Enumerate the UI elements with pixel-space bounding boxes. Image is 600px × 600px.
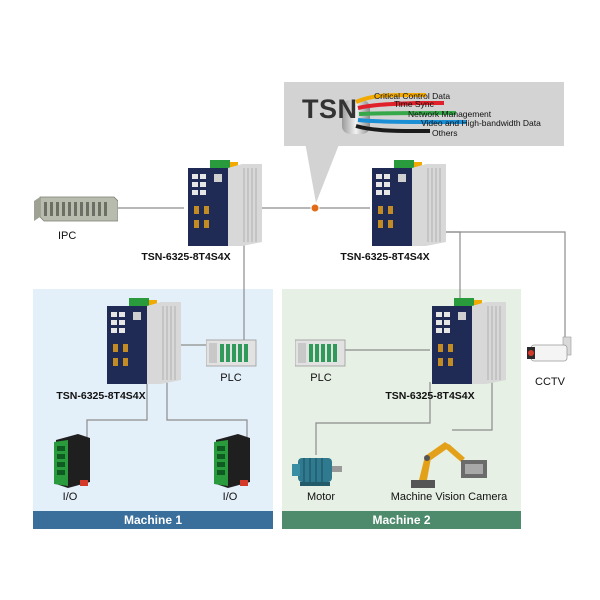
motor-label: Motor	[306, 491, 336, 503]
link-switch-camera	[452, 382, 493, 431]
switch-machine1	[107, 298, 181, 384]
legend-others: Others	[432, 128, 458, 138]
legend-video-data: Video and High-bandwidth Data	[421, 118, 541, 128]
tsn-badge: TSN	[302, 94, 358, 124]
ipc-label: IPC	[58, 230, 77, 242]
legend-network-management: Network Management	[408, 109, 492, 119]
io-module-1	[54, 434, 90, 488]
legend-critical-control: Critical Control Data	[374, 91, 451, 101]
switch-machine2-label: TSN-6325-8T4S4X	[385, 390, 475, 402]
legend-time-sync: Time Sync	[394, 99, 434, 109]
link-switch-io1	[86, 382, 148, 437]
switch-top-right	[372, 160, 446, 246]
link-switch-motor	[315, 382, 431, 455]
callout-pointer	[305, 142, 340, 203]
machine2-label: Machine 2	[282, 511, 521, 529]
switch-top-left-label: TSN-6325-8T4S4X	[141, 251, 231, 263]
switch-top-right-label: TSN-6325-8T4S4X	[340, 251, 430, 263]
plc-machine1	[206, 339, 257, 367]
switch-machine2	[432, 298, 506, 384]
machine1-label: Machine 1	[33, 511, 273, 529]
io-2-label: I/O	[222, 491, 238, 503]
cctv-camera	[527, 336, 572, 362]
plc-machine1-label: PLC	[220, 372, 242, 384]
plc-machine2	[295, 339, 346, 367]
link-switch-cctv	[437, 231, 566, 340]
io-module-2	[214, 434, 250, 488]
motor-icon	[292, 458, 342, 486]
plc-machine2-label: PLC	[310, 372, 332, 384]
cctv-label: CCTV	[535, 376, 565, 388]
link-switch-io2	[166, 382, 248, 437]
switch-machine1-label: TSN-6325-8T4S4X	[56, 390, 146, 402]
machine-vision-camera-label: Machine Vision Camera	[390, 491, 508, 503]
ipc-device	[34, 196, 118, 222]
io-1-label: I/O	[62, 491, 78, 503]
switch-top-left	[188, 160, 262, 246]
tsn-cable-bundle	[342, 92, 466, 134]
machine-vision-robot-arm	[411, 442, 487, 488]
tsn-link-marker	[310, 203, 320, 213]
